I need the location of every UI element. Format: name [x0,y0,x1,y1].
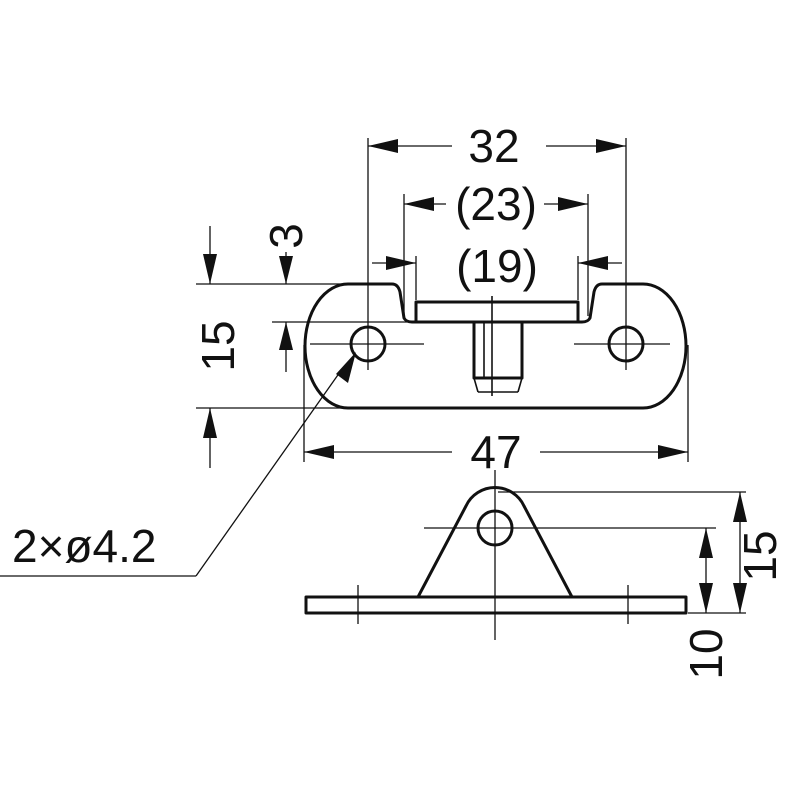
dim-label-10-side: 10 [680,628,732,679]
hole-callout: 2×ø4.2 [0,352,356,577]
dimension-19: (19) [372,240,622,300]
dim-label-15-left: 15 [192,320,244,371]
dimension-32: 32 [367,120,627,318]
dim-label-3: 3 [260,223,312,249]
dimension-15-left: 15 [192,226,346,468]
side-view [304,470,688,640]
pin-shaft-bevel [473,377,479,393]
dimension-10-side: 10 [680,528,732,680]
base-plate [304,595,688,615]
dim-label-19: (19) [456,240,538,292]
pin-bar [414,300,580,324]
dimension-23: (23) [403,178,589,316]
dim-label-15-side: 15 [734,530,786,581]
dim-label-hole: 2×ø4.2 [12,520,157,572]
dim-label-47: 47 [470,426,521,478]
pin-shaft [472,322,524,380]
dimension-15-side: 15 [733,492,786,613]
dimension-47: 47 [303,345,689,478]
dim-label-23: (23) [455,178,537,230]
top-view [303,282,688,410]
pin-shaft-bevel [517,377,523,393]
dim-label-32: 32 [468,120,519,172]
dimension-3: 3 [260,223,420,372]
